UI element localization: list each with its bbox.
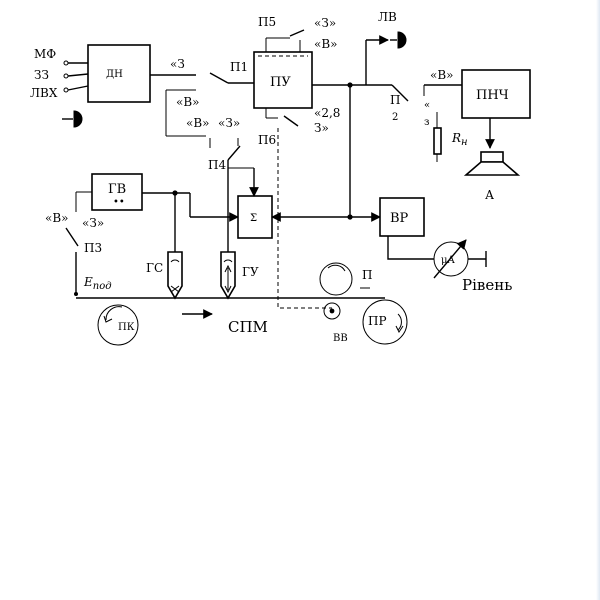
- switch-p4-label: П4: [208, 158, 226, 172]
- page-edge-shadow: [596, 0, 600, 600]
- capstan-vv: [323, 302, 341, 320]
- block-pnch: [461, 69, 531, 119]
- block-vr: [379, 197, 425, 237]
- block-sum: [237, 195, 273, 239]
- switch-p6-label: П6: [258, 133, 276, 147]
- switch-p5-label: П5: [258, 15, 276, 29]
- head-gs: [167, 251, 183, 300]
- reel-pr-label: ПР: [368, 314, 387, 328]
- mode-z3-dn: «З: [170, 57, 185, 71]
- switch-p6-blade: [283, 115, 299, 127]
- input-group: МФ ЗЗ ЛВХ: [30, 47, 89, 100]
- capstan-vv-label: ВВ: [333, 333, 348, 344]
- resistor-rn: [433, 127, 442, 155]
- mode-z3-p3: «З»: [82, 216, 104, 230]
- mode-s-p2: з: [424, 117, 429, 128]
- mode-speed-a: «2,8: [314, 106, 340, 120]
- switch-p1-label: П1: [230, 60, 248, 74]
- tape-label: СПМ: [228, 318, 268, 336]
- input-zz-terminal: [63, 73, 69, 79]
- block-dn: [87, 44, 151, 103]
- head-gs-label: ГС: [146, 261, 163, 275]
- mode-z3-p5: «З»: [314, 16, 336, 30]
- input-mf-terminal: [63, 60, 69, 66]
- reel-pk-label: ПК: [118, 322, 135, 333]
- mechanical-link-dashed: [277, 128, 332, 309]
- input-zz-label: ЗЗ: [34, 68, 49, 82]
- input-jack-icon: [62, 110, 83, 128]
- mode-v-pnch: «В»: [430, 68, 454, 82]
- mode-quote-p2: «: [424, 100, 430, 111]
- mode-v-pu: «В»: [314, 37, 338, 51]
- speaker-label: А: [485, 188, 494, 202]
- block-gv-label: ГВ: [108, 182, 126, 197]
- input-lvh-label: ЛВХ: [30, 86, 58, 100]
- block-pnch-label: ПНЧ: [476, 88, 509, 103]
- mode-z3-left2: «З»: [218, 116, 240, 130]
- switch-p3-blade: [65, 227, 79, 247]
- block-pu: [253, 51, 313, 109]
- mode-v-left1: «В»: [176, 95, 200, 109]
- output-lv-label: ЛВ: [378, 10, 397, 24]
- block-gv-dots: ••: [113, 197, 125, 208]
- switch-p1-blade: [209, 72, 229, 84]
- pinch-roller-label: П: [362, 268, 372, 282]
- block-pu-label: ПУ: [270, 75, 291, 90]
- input-lvh-terminal: [63, 87, 69, 93]
- speaker-icon: [463, 151, 521, 176]
- bias-label: Eпод: [83, 275, 112, 292]
- meter-label: Рівень: [462, 276, 512, 294]
- head-gu-label: ГУ: [242, 265, 259, 279]
- switch-p2-label-b: 2: [392, 112, 398, 123]
- block-vr-label: ВР: [390, 211, 409, 226]
- switch-p5-blade: [289, 29, 305, 37]
- output-jack-icon: [390, 31, 407, 49]
- switch-p2-blade: [391, 84, 409, 102]
- switch-p4-blade: [227, 145, 241, 161]
- input-mf-label: МФ: [34, 47, 56, 61]
- switch-p3-label: П3: [84, 241, 102, 255]
- block-dn-label: ДН: [106, 69, 123, 80]
- reel-pr: [362, 299, 408, 345]
- reel-pk: [97, 304, 139, 346]
- block-sum-label: Σ: [250, 213, 257, 224]
- resistor-label: Rн: [451, 131, 468, 148]
- mode-v-left2: «В»: [186, 116, 210, 130]
- pinch-roller: [319, 262, 353, 296]
- mode-speed-b: З»: [314, 121, 329, 135]
- head-gu: [220, 251, 236, 300]
- mode-v-p3: «В»: [45, 211, 69, 225]
- switch-p2-label-a: П: [390, 93, 400, 107]
